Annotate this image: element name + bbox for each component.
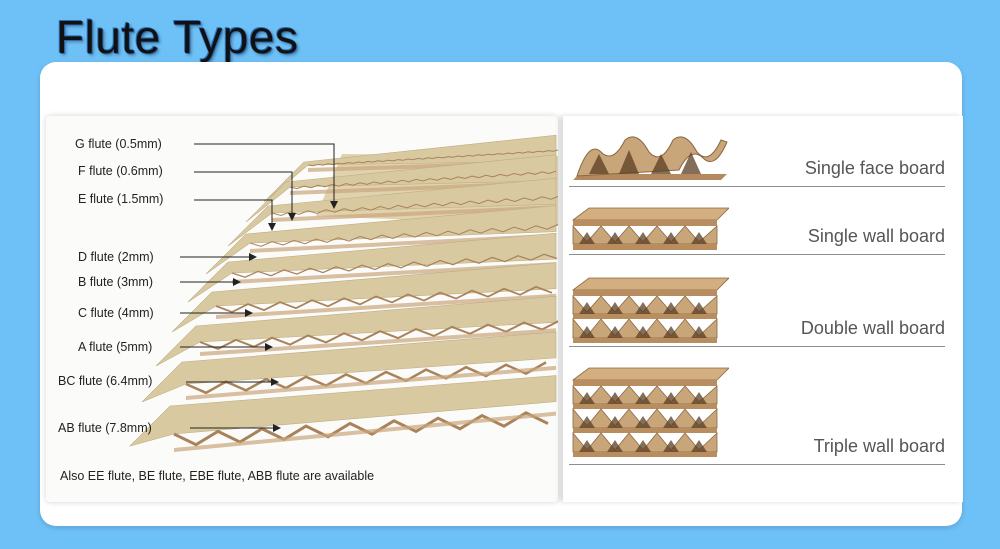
double-wall-board-icon [569, 274, 729, 346]
board-divider [569, 464, 945, 465]
board-label-double-wall: Double wall board [801, 318, 945, 339]
single-wall-board-icon [569, 204, 729, 260]
board-label-single-wall: Single wall board [808, 226, 945, 247]
flute-sheets [130, 135, 558, 452]
flute-stack-card: G flute (0.5mm) F flute (0.6mm) E flute … [46, 116, 558, 502]
flute-label-c: C flute (4mm) [78, 306, 154, 320]
board-divider [569, 254, 945, 255]
flute-label-ab: AB flute (7.8mm) [58, 421, 152, 435]
flute-label-e: E flute (1.5mm) [78, 192, 163, 206]
flute-label-g: G flute (0.5mm) [75, 137, 162, 151]
flute-label-f: F flute (0.6mm) [78, 164, 163, 178]
arrow-g [194, 144, 334, 208]
board-label-single-face: Single face board [805, 158, 945, 179]
board-label-triple-wall: Triple wall board [814, 436, 945, 457]
single-face-board-icon [569, 130, 729, 186]
board-divider [569, 346, 945, 347]
flute-label-b: B flute (3mm) [78, 275, 153, 289]
triple-wall-board-icon [569, 364, 729, 464]
board-divider [569, 186, 945, 187]
board-types-card: Single face board Single wall board Doub… [563, 116, 963, 502]
availability-note: Also EE flute, BE flute, EBE flute, ABB … [60, 469, 374, 483]
slide-title: Flute Types [56, 10, 298, 64]
flute-label-a: A flute (5mm) [78, 340, 152, 354]
flute-label-d: D flute (2mm) [78, 250, 154, 264]
flute-label-bc: BC flute (6.4mm) [58, 374, 152, 388]
